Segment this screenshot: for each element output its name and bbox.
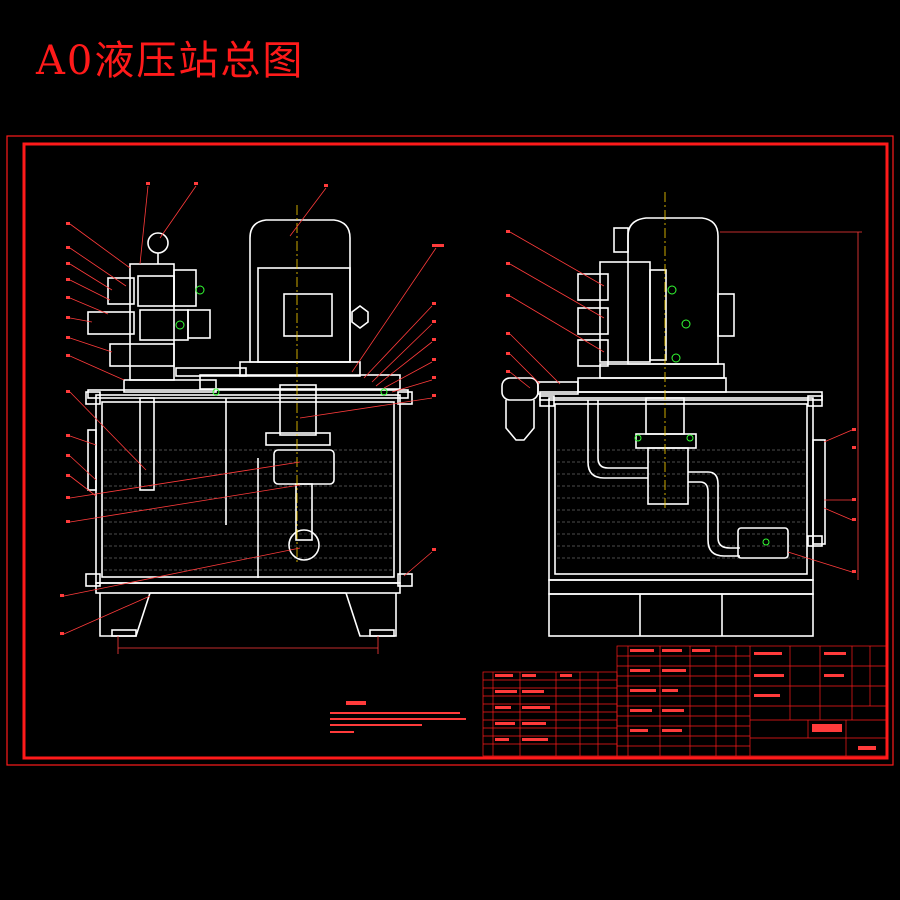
front-tank bbox=[95, 394, 401, 584]
front-base bbox=[95, 582, 401, 594]
side-view bbox=[501, 217, 826, 637]
front-view bbox=[85, 219, 413, 637]
air-breather bbox=[501, 377, 539, 401]
side-suction-pipe bbox=[587, 400, 648, 479]
motor-plate bbox=[199, 374, 401, 390]
parts-list-cells bbox=[495, 674, 572, 741]
parts-list-table bbox=[482, 671, 618, 757]
motor-junction-box bbox=[283, 293, 333, 337]
title-block bbox=[616, 645, 888, 757]
front-motor bbox=[249, 219, 351, 363]
front-leader-tags bbox=[60, 182, 444, 635]
drawing-title: A0液压站总图 bbox=[36, 38, 305, 84]
inner-frame bbox=[22, 142, 889, 760]
front-tank-lid bbox=[87, 389, 409, 399]
suction-pipe bbox=[139, 397, 155, 491]
side-accents bbox=[634, 285, 770, 546]
side-base bbox=[548, 579, 814, 595]
technical-notes bbox=[330, 701, 466, 733]
side-leader-tags bbox=[506, 230, 856, 573]
pump-body bbox=[273, 449, 335, 485]
return-filter bbox=[737, 527, 789, 559]
front-oil-hatch bbox=[104, 449, 392, 571]
side-dimension bbox=[720, 231, 862, 580]
title-block-cells bbox=[630, 649, 876, 750]
pump-column bbox=[279, 384, 317, 436]
front-dimension bbox=[117, 636, 379, 654]
front-leaders bbox=[63, 185, 437, 635]
front-tank-inner bbox=[101, 401, 395, 578]
side-leaders bbox=[509, 231, 853, 573]
side-oil-hatch bbox=[557, 449, 805, 559]
front-accents bbox=[175, 285, 388, 396]
side-motor bbox=[627, 217, 719, 365]
pressure-gauge bbox=[147, 232, 169, 254]
suction-filter bbox=[288, 529, 320, 561]
outer-frame bbox=[6, 135, 894, 766]
